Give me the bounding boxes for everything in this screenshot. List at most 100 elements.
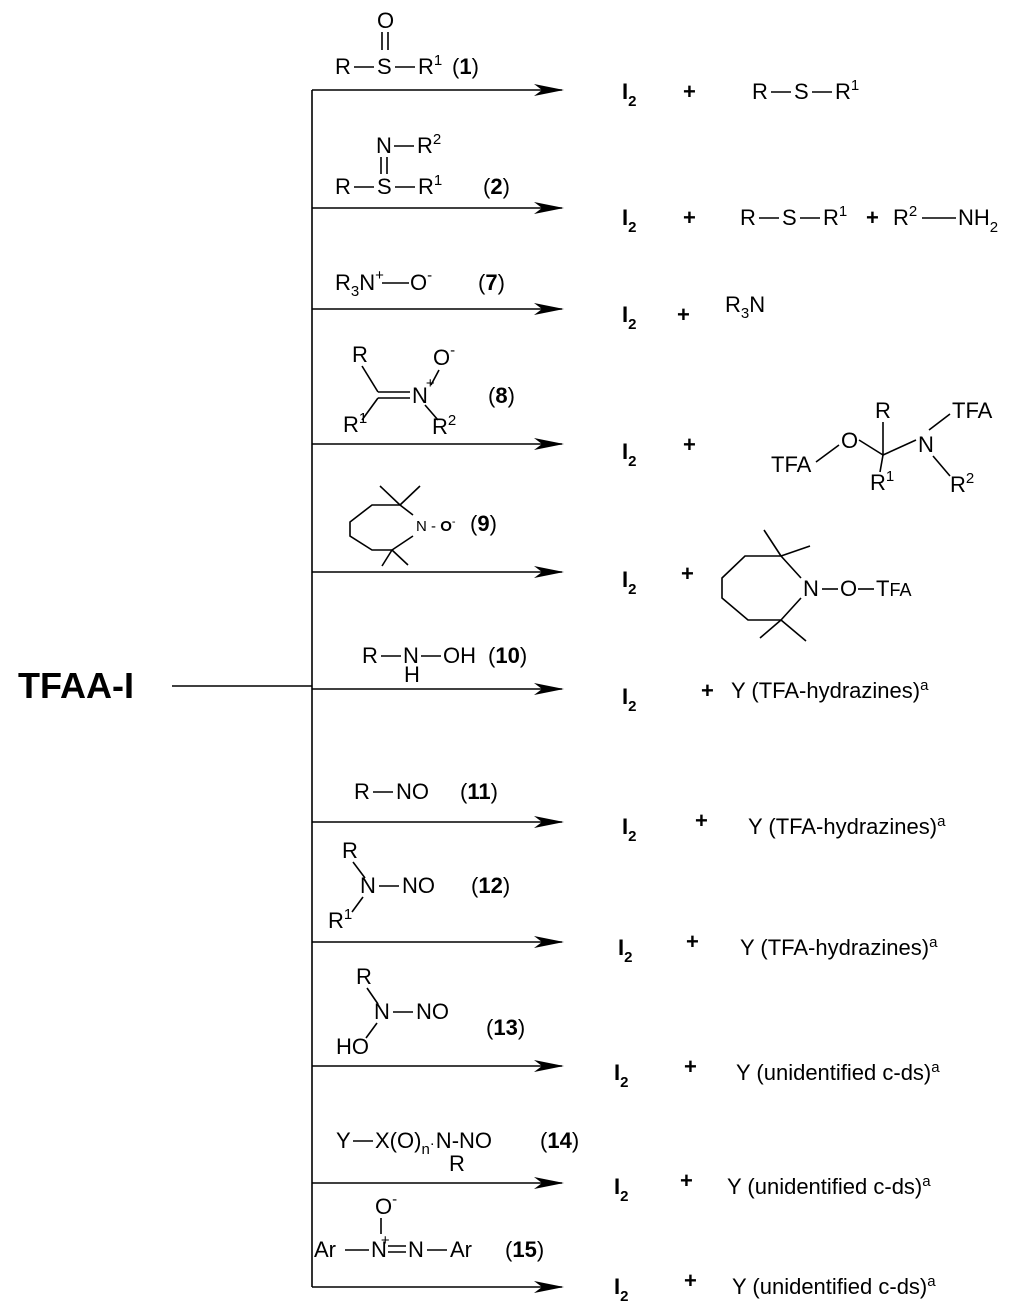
atom-r2: R2	[417, 131, 441, 158]
iodine-product: I2	[622, 302, 636, 333]
product-y: Y (TFA-hydrazines)a	[731, 677, 929, 703]
compound-number: (8)	[488, 383, 515, 408]
methyl	[399, 485, 421, 506]
atom-n: N+	[412, 375, 435, 408]
sulfonyl-group: X(O)n·N-NO	[375, 1128, 492, 1158]
nitroso-group: NO	[402, 873, 435, 898]
atom-r: R	[335, 174, 351, 199]
reagent-9: N - O- (9)	[349, 485, 497, 567]
reactant-label: TFAA-I	[18, 665, 134, 706]
iodine-product: I2	[622, 567, 636, 598]
iodine-product: I2	[618, 935, 632, 966]
atom-n: N	[803, 576, 819, 601]
bond	[932, 455, 951, 477]
reagent-13: R N NO HO (13)	[336, 964, 525, 1059]
plus-sign: +	[695, 808, 708, 833]
atom-r: R	[354, 779, 370, 804]
compound-number: (9)	[470, 511, 497, 536]
piperidine-ring	[349, 504, 400, 551]
atom-s: S	[377, 54, 392, 79]
products-7: I2 + R3N	[622, 292, 765, 333]
product-y: Y (unidentified c-ds)a	[732, 1273, 936, 1299]
reagent-7: R3N+ O- (7)	[335, 267, 505, 300]
atom-r2: R2	[893, 203, 917, 230]
atom-ar: Ar	[450, 1237, 472, 1262]
plus-sign: +	[686, 929, 699, 954]
atom-r: R	[740, 205, 756, 230]
atom-r: R	[449, 1151, 465, 1176]
amine-product: R3N	[725, 292, 765, 322]
iodine-product: I2	[622, 79, 636, 110]
iodine-product: I2	[614, 1060, 628, 1091]
methyl	[759, 619, 782, 639]
compound-number: (13)	[486, 1015, 525, 1040]
plus-sign: +	[684, 1054, 697, 1079]
iodine-product: I2	[622, 814, 636, 845]
iodine-product: I2	[622, 439, 636, 470]
plus-sign: +	[683, 79, 696, 104]
atom-s: S	[782, 205, 797, 230]
atom-r1: R1	[328, 906, 352, 933]
tfa-group: TFA	[771, 452, 812, 477]
atom-s: S	[377, 174, 392, 199]
amine-nh2: NH2	[958, 205, 998, 236]
bond	[361, 365, 379, 393]
atom-r: R	[875, 398, 891, 423]
plus-sign: +	[701, 678, 714, 703]
bond	[399, 504, 414, 516]
atom-r1: R1	[870, 468, 894, 495]
nitroxide: N - O-	[416, 516, 456, 535]
product-y: Y (TFA-hydrazines)a	[740, 934, 938, 960]
plus-sign: +	[681, 561, 694, 586]
methyl	[381, 549, 393, 567]
piperidine-ring	[721, 555, 781, 621]
compound-number: (12)	[471, 873, 510, 898]
product-y: Y (unidentified c-ds)a	[736, 1059, 940, 1085]
reagent-10: R N H OH (10)	[362, 643, 527, 687]
atom-r: R	[335, 54, 351, 79]
hydroxyl: HO	[336, 1034, 369, 1059]
products-13: I2 + Y (unidentified c-ds)a	[614, 1054, 940, 1091]
hydroxyl: OH	[443, 643, 476, 668]
products-8: I2 + TFA O R R1 N TFA R2	[622, 398, 993, 497]
products-1: I2 + R S R1	[622, 77, 859, 110]
sulfide-product: R	[752, 79, 768, 104]
atom-r: R	[352, 342, 368, 367]
compound-number: (10)	[488, 643, 527, 668]
r3n-oxide: R3N+	[335, 267, 384, 300]
atom-s: S	[794, 79, 809, 104]
iodine-product: I2	[622, 684, 636, 715]
reaction-arrows	[312, 84, 564, 1293]
bond	[351, 896, 364, 913]
reagent-12: R N NO R1 (12)	[328, 838, 510, 933]
atom-n: N	[408, 1237, 424, 1262]
iodine-product: I2	[614, 1174, 628, 1205]
products-12: I2 + Y (TFA-hydrazines)a	[618, 929, 938, 966]
atom-o: O-	[410, 267, 432, 295]
atom-o: O	[840, 576, 857, 601]
atom-o: O	[841, 428, 858, 453]
atom-o: O-	[433, 342, 455, 370]
products-2: I2 + R S R1 + R2 NH2	[622, 203, 998, 236]
atom-r1: R1	[343, 410, 367, 437]
atom-r1: R1	[835, 77, 859, 104]
products-10: I2 + Y (TFA-hydrazines)a	[622, 677, 929, 715]
methyl	[780, 619, 807, 642]
atom-r1: R1	[418, 52, 442, 79]
bond	[858, 439, 884, 456]
atom-r1: R1	[823, 203, 847, 230]
compound-number: (2)	[483, 174, 510, 199]
compound-number: (1)	[452, 54, 479, 79]
atom-ar: Ar	[314, 1237, 336, 1262]
methyl	[780, 545, 811, 557]
bond	[430, 369, 440, 386]
bond	[361, 397, 379, 421]
atom-r: R	[356, 964, 372, 989]
plus-sign: +	[684, 1268, 697, 1293]
reagent-2: N R2 R S R1 (2)	[335, 131, 510, 199]
atom-r2: R2	[950, 470, 974, 497]
plus-sign: +	[866, 205, 879, 230]
plus-sign: +	[680, 1168, 693, 1193]
compound-number: (15)	[505, 1237, 544, 1262]
